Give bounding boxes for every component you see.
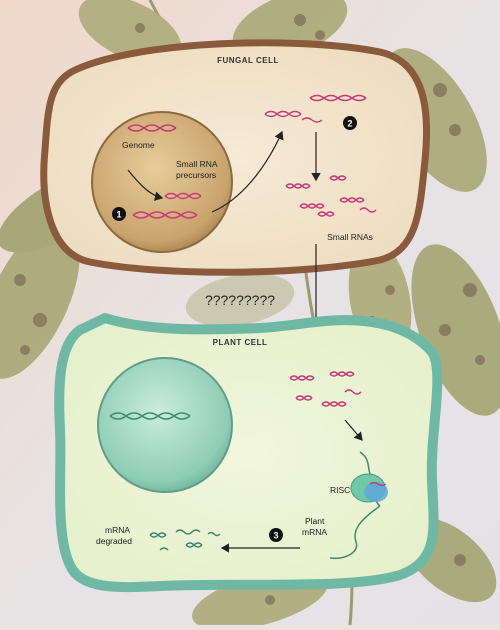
plant-nucleus bbox=[97, 357, 233, 493]
small-rnas-label: Small RNAs bbox=[327, 232, 373, 242]
plant-dna-helix bbox=[109, 412, 191, 420]
fungal-cell-title: FUNGAL CELL bbox=[217, 56, 279, 65]
degraded-mrna-fragments bbox=[149, 529, 221, 551]
fungal-nucleus bbox=[91, 111, 233, 253]
fungal-cell: FUNGAL CELL Genome Small RNA precursors … bbox=[40, 39, 430, 276]
export-arrow bbox=[211, 130, 284, 213]
genome-dna-helix bbox=[127, 124, 177, 132]
precursors-label-line1: Small RNA bbox=[176, 159, 218, 169]
precursor-rna-duplex bbox=[132, 211, 198, 219]
genome-to-precursor-arrow bbox=[127, 169, 164, 201]
step-1-badge bbox=[112, 207, 126, 221]
precursor-rna-hairpins bbox=[164, 192, 202, 200]
step-2-badge bbox=[343, 116, 357, 130]
transfer-label: ????????? bbox=[205, 292, 275, 308]
step-3-badge bbox=[269, 528, 283, 542]
precursors-label-line2: precursors bbox=[176, 170, 216, 180]
mrna-degraded-label-line2: degraded bbox=[96, 536, 132, 546]
plant-mrna-label-line2: mRNA bbox=[302, 527, 327, 537]
plant-cell: PLANT CELL RISC Plant mRNA bbox=[54, 313, 443, 593]
incoming-small-rnas bbox=[289, 371, 362, 407]
step-1-number: 1 bbox=[116, 210, 121, 220]
genome-label: Genome bbox=[122, 140, 155, 150]
small-rna-fragments bbox=[285, 175, 377, 217]
step-3-number: 3 bbox=[273, 531, 278, 541]
plant-cell-title: PLANT CELL bbox=[213, 338, 268, 347]
risc-label: RISC bbox=[330, 485, 350, 495]
plant-mrna-strand bbox=[329, 505, 381, 560]
plant-mrna-label-line1: Plant bbox=[305, 516, 325, 526]
processing-rna-group bbox=[264, 94, 367, 123]
to-risc-arrow bbox=[344, 419, 363, 441]
risc-complex bbox=[350, 451, 388, 507]
step-2-number: 2 bbox=[347, 119, 352, 129]
mrna-degraded-label-line1: mRNA bbox=[105, 525, 130, 535]
